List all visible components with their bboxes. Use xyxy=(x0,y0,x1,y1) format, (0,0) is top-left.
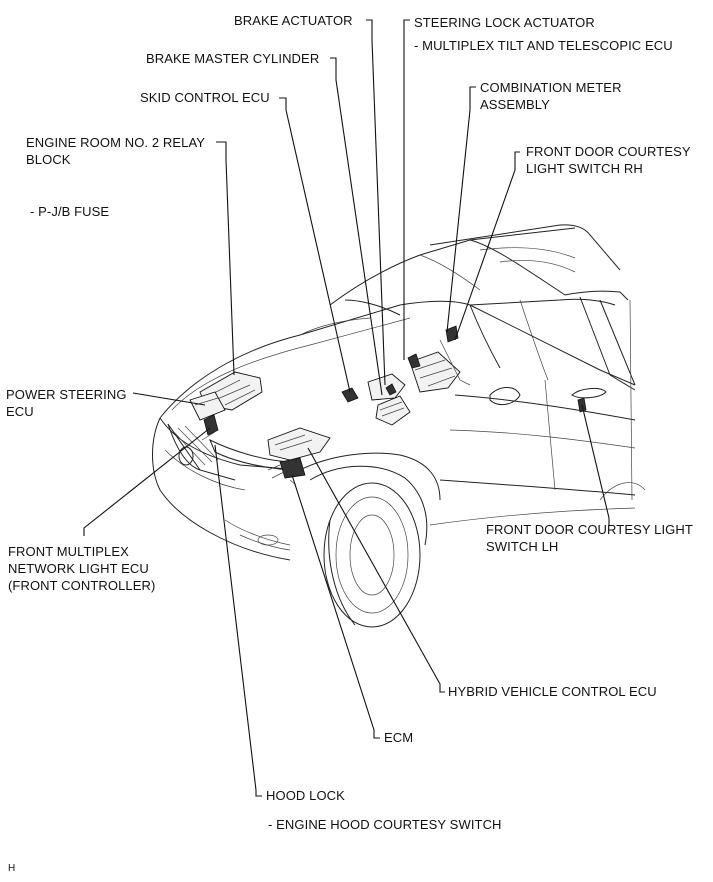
car-outline xyxy=(152,224,646,628)
components xyxy=(189,325,587,486)
label-ecm: ECM xyxy=(384,730,414,745)
label-pjb-fuse: - P-J/B FUSE xyxy=(30,204,110,219)
label-front-door-lh: FRONT DOOR COURTESY LIGHT xyxy=(486,522,693,537)
label-front-door-rh: FRONT DOOR COURTESY xyxy=(526,144,691,159)
label-combination-meter: COMBINATION METER xyxy=(480,80,622,95)
label-skid-control-ecu: SKID CONTROL ECU xyxy=(140,90,270,105)
leader-lines xyxy=(83,19,610,797)
label-brake-master-cylinder: BRAKE MASTER CYLINDER xyxy=(146,51,320,66)
figure-code: H xyxy=(8,863,16,874)
label-front-multiplex-2: NETWORK LIGHT ECU xyxy=(8,561,149,576)
label-front-door-lh-2: SWITCH LH xyxy=(486,539,559,554)
label-steering-lock-actuator: STEERING LOCK ACTUATOR xyxy=(414,15,595,30)
label-combination-meter-2: ASSEMBLY xyxy=(480,97,550,112)
label-multiplex-tilt: - MULTIPLEX TILT AND TELESCOPIC ECU xyxy=(414,38,673,53)
label-power-steering: POWER STEERING xyxy=(6,387,127,402)
label-hood-lock: HOOD LOCK xyxy=(266,788,345,803)
label-power-steering-2: ECU xyxy=(6,404,34,419)
label-hood-courtesy: - ENGINE HOOD COURTESY SWITCH xyxy=(268,817,502,832)
label-front-multiplex-3: (FRONT CONTROLLER) xyxy=(8,578,156,593)
label-hybrid-ecu: HYBRID VEHICLE CONTROL ECU xyxy=(448,684,657,699)
label-brake-actuator: BRAKE ACTUATOR xyxy=(234,13,353,28)
label-engine-room-relay: ENGINE ROOM NO. 2 RELAY xyxy=(26,135,206,150)
label-front-door-rh-2: LIGHT SWITCH RH xyxy=(526,161,643,176)
label-front-multiplex: FRONT MULTIPLEX xyxy=(8,544,129,559)
label-engine-room-relay-2: BLOCK xyxy=(26,152,71,167)
